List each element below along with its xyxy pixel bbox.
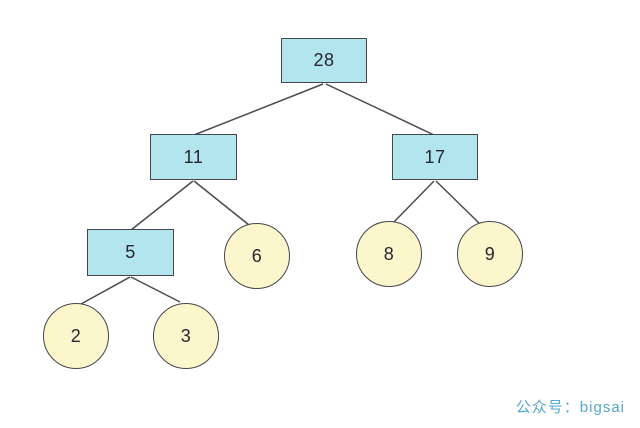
edge-28-17: [325, 83, 435, 136]
edge-11-5: [130, 180, 194, 231]
tree-node-6: 6: [224, 223, 290, 289]
edge-5-3: [130, 276, 181, 303]
edge-17-8: [392, 180, 435, 224]
tree-node-8: 8: [356, 221, 422, 287]
tree-node-5: 5: [87, 229, 174, 276]
tree-node-11: 11: [150, 134, 237, 180]
tree-node-9: 9: [457, 221, 523, 287]
tree-node-3: 3: [153, 303, 219, 369]
edge-28-11: [193, 83, 324, 136]
tree-node-17: 17: [392, 134, 478, 180]
edge-11-6: [193, 180, 250, 226]
edge-17-9: [435, 180, 481, 225]
edge-5-2: [80, 276, 131, 305]
tree-node-2: 2: [43, 303, 109, 369]
tree-node-28: 28: [281, 38, 367, 83]
watermark-text: 公众号：bigsai: [515, 399, 625, 416]
